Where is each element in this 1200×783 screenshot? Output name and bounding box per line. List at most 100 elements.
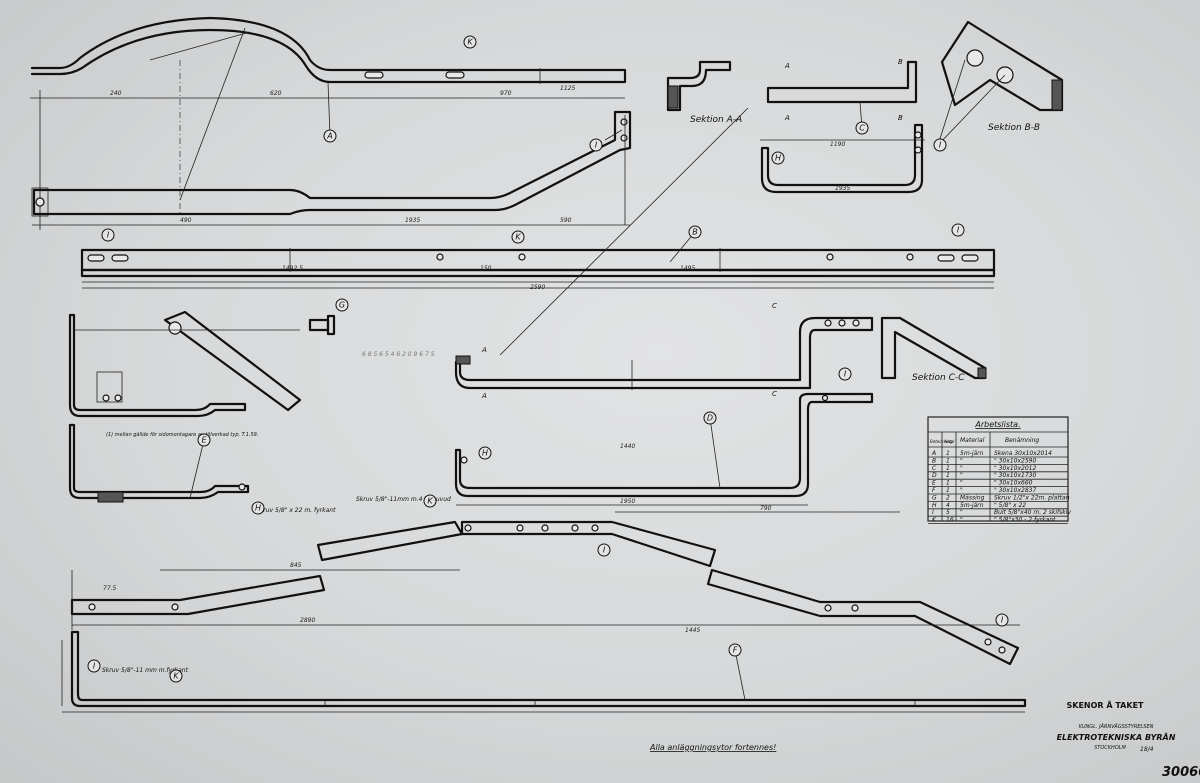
- dim-490: 490: [180, 217, 192, 224]
- dim-620: 620: [270, 90, 282, 97]
- office-line2: ELEKTROTEKNISKA BYRÅN: [1057, 732, 1176, 742]
- office-line1: KUNGL. JÄRNVÄGSSTYRELSEN: [1079, 723, 1154, 730]
- callout-circle-h3: [478, 446, 492, 460]
- table-cell: 1: [946, 487, 950, 494]
- callout-i8: I: [1001, 616, 1004, 625]
- table-cell: 2: [946, 494, 950, 501]
- office-date: 18/4: [1140, 746, 1154, 753]
- table-cell: E: [932, 480, 936, 487]
- callout-circle-e: [197, 433, 211, 447]
- part-list-title: Arbetslista.: [974, 420, 1020, 429]
- header-beteckning: Beteckning: [930, 439, 953, 444]
- dim-1935-a: 1935: [405, 217, 420, 224]
- dim-77-5-a: 77.5: [103, 585, 117, 592]
- dim-1935-c: 1935: [835, 185, 850, 192]
- callout-i1: I: [595, 141, 598, 150]
- part-f-plan: [61, 630, 1027, 713]
- callout-b: B: [692, 228, 698, 237]
- callout-circle-i1: [589, 138, 603, 152]
- section-aa: [666, 60, 732, 112]
- callout-k1: K: [467, 38, 473, 47]
- table-cell: ": [960, 480, 963, 487]
- callout-circle-i8: [995, 613, 1009, 627]
- callout-a: A: [326, 132, 332, 141]
- dim-590: 590: [560, 217, 572, 224]
- table-cell: A: [931, 450, 936, 457]
- svg-text:B: B: [898, 114, 903, 122]
- table-cell: " 30x10x660: [994, 480, 1033, 487]
- callout-f: F: [733, 646, 738, 655]
- dim-2590: 2590: [530, 284, 545, 291]
- svg-text:A: A: [784, 62, 790, 70]
- header-antal: Antal: [943, 439, 955, 444]
- part-a-plan: [31, 110, 632, 226]
- table-cell: ": [960, 457, 963, 464]
- part-a-elevation: [30, 16, 627, 230]
- table-cell: " 30x10x2837: [994, 487, 1036, 494]
- table-cell: 5: [946, 509, 950, 516]
- table-cell: H: [932, 502, 937, 509]
- table-cell: ": [960, 517, 963, 524]
- table-cell: F: [932, 487, 936, 494]
- dim-1495: 1495: [680, 265, 695, 272]
- callout-h3: H: [482, 449, 488, 458]
- table-cell: ": [960, 472, 963, 479]
- dim-1445: 1445: [685, 627, 700, 634]
- callout-e: E: [201, 436, 207, 445]
- section-cc-label: Sektion C-C: [912, 373, 965, 383]
- table-cell: " 5/8"x30 - 2 fyrkant: [994, 517, 1056, 524]
- leader-lines: [189, 59, 1006, 701]
- table-cell: C: [932, 465, 937, 472]
- part-f-elevation: [70, 511, 1020, 666]
- callout-circle-k4: [169, 669, 183, 683]
- callout-k4: K: [173, 672, 179, 681]
- bolt-h-note: Skruv 5/8" x 22 m. fyrkant: [256, 507, 336, 514]
- callout-circle-k2: [511, 230, 525, 244]
- callout-g: G: [339, 301, 345, 310]
- part-c: [760, 60, 925, 194]
- dim-240: 240: [110, 90, 122, 97]
- table-cell: 1: [946, 472, 950, 479]
- table-cell: " 30x10x1730: [994, 472, 1036, 479]
- callout-circle-i6: [597, 543, 611, 557]
- part-d: [454, 316, 874, 506]
- part-e: [68, 310, 302, 503]
- svg-text:B: B: [898, 58, 903, 66]
- callout-i7: I: [93, 662, 96, 671]
- part-g: [308, 314, 336, 336]
- callout-circle-i3: [101, 228, 115, 242]
- office-line3: STOCKHOLM: [1094, 745, 1126, 751]
- dim-790: 790: [760, 505, 772, 512]
- callout-circle-f: [728, 643, 742, 657]
- dim-1492: 1492.5: [282, 265, 303, 272]
- table-cell: G: [932, 494, 937, 501]
- table-cell: 1: [946, 450, 950, 457]
- dim-2890: 2890: [300, 617, 315, 624]
- part-b: [80, 248, 996, 289]
- dim-845: 845: [290, 562, 302, 569]
- table-cell: K: [932, 517, 937, 524]
- table-cell: " 5/8" x 22: [994, 502, 1026, 509]
- pencil-notes: 6 8 5 6 5 4 6 2 0 9 6 7 5: [362, 351, 435, 358]
- callout-i6: I: [603, 546, 606, 555]
- callout-circle-h1: [251, 501, 265, 515]
- table-cell: B: [932, 457, 936, 464]
- table-cell: ": [960, 465, 963, 472]
- table-cell: Mässing: [960, 494, 985, 501]
- callout-i5: I: [844, 370, 847, 379]
- callout-circle-h2: [771, 151, 785, 165]
- callout-d: D: [707, 414, 713, 423]
- callout-circle-g: [335, 298, 349, 312]
- table-cell: 16: [946, 517, 954, 524]
- callout-circle-i2: [933, 138, 947, 152]
- callout-circle-i4: [951, 223, 965, 237]
- svg-text:A: A: [481, 346, 487, 354]
- dim-1125: 1125: [560, 85, 575, 92]
- dim-1190: 1190: [830, 141, 845, 148]
- table-cell: 1: [946, 480, 950, 487]
- callout-circle-k3: [423, 494, 437, 508]
- dim-1950: 1950: [620, 498, 635, 505]
